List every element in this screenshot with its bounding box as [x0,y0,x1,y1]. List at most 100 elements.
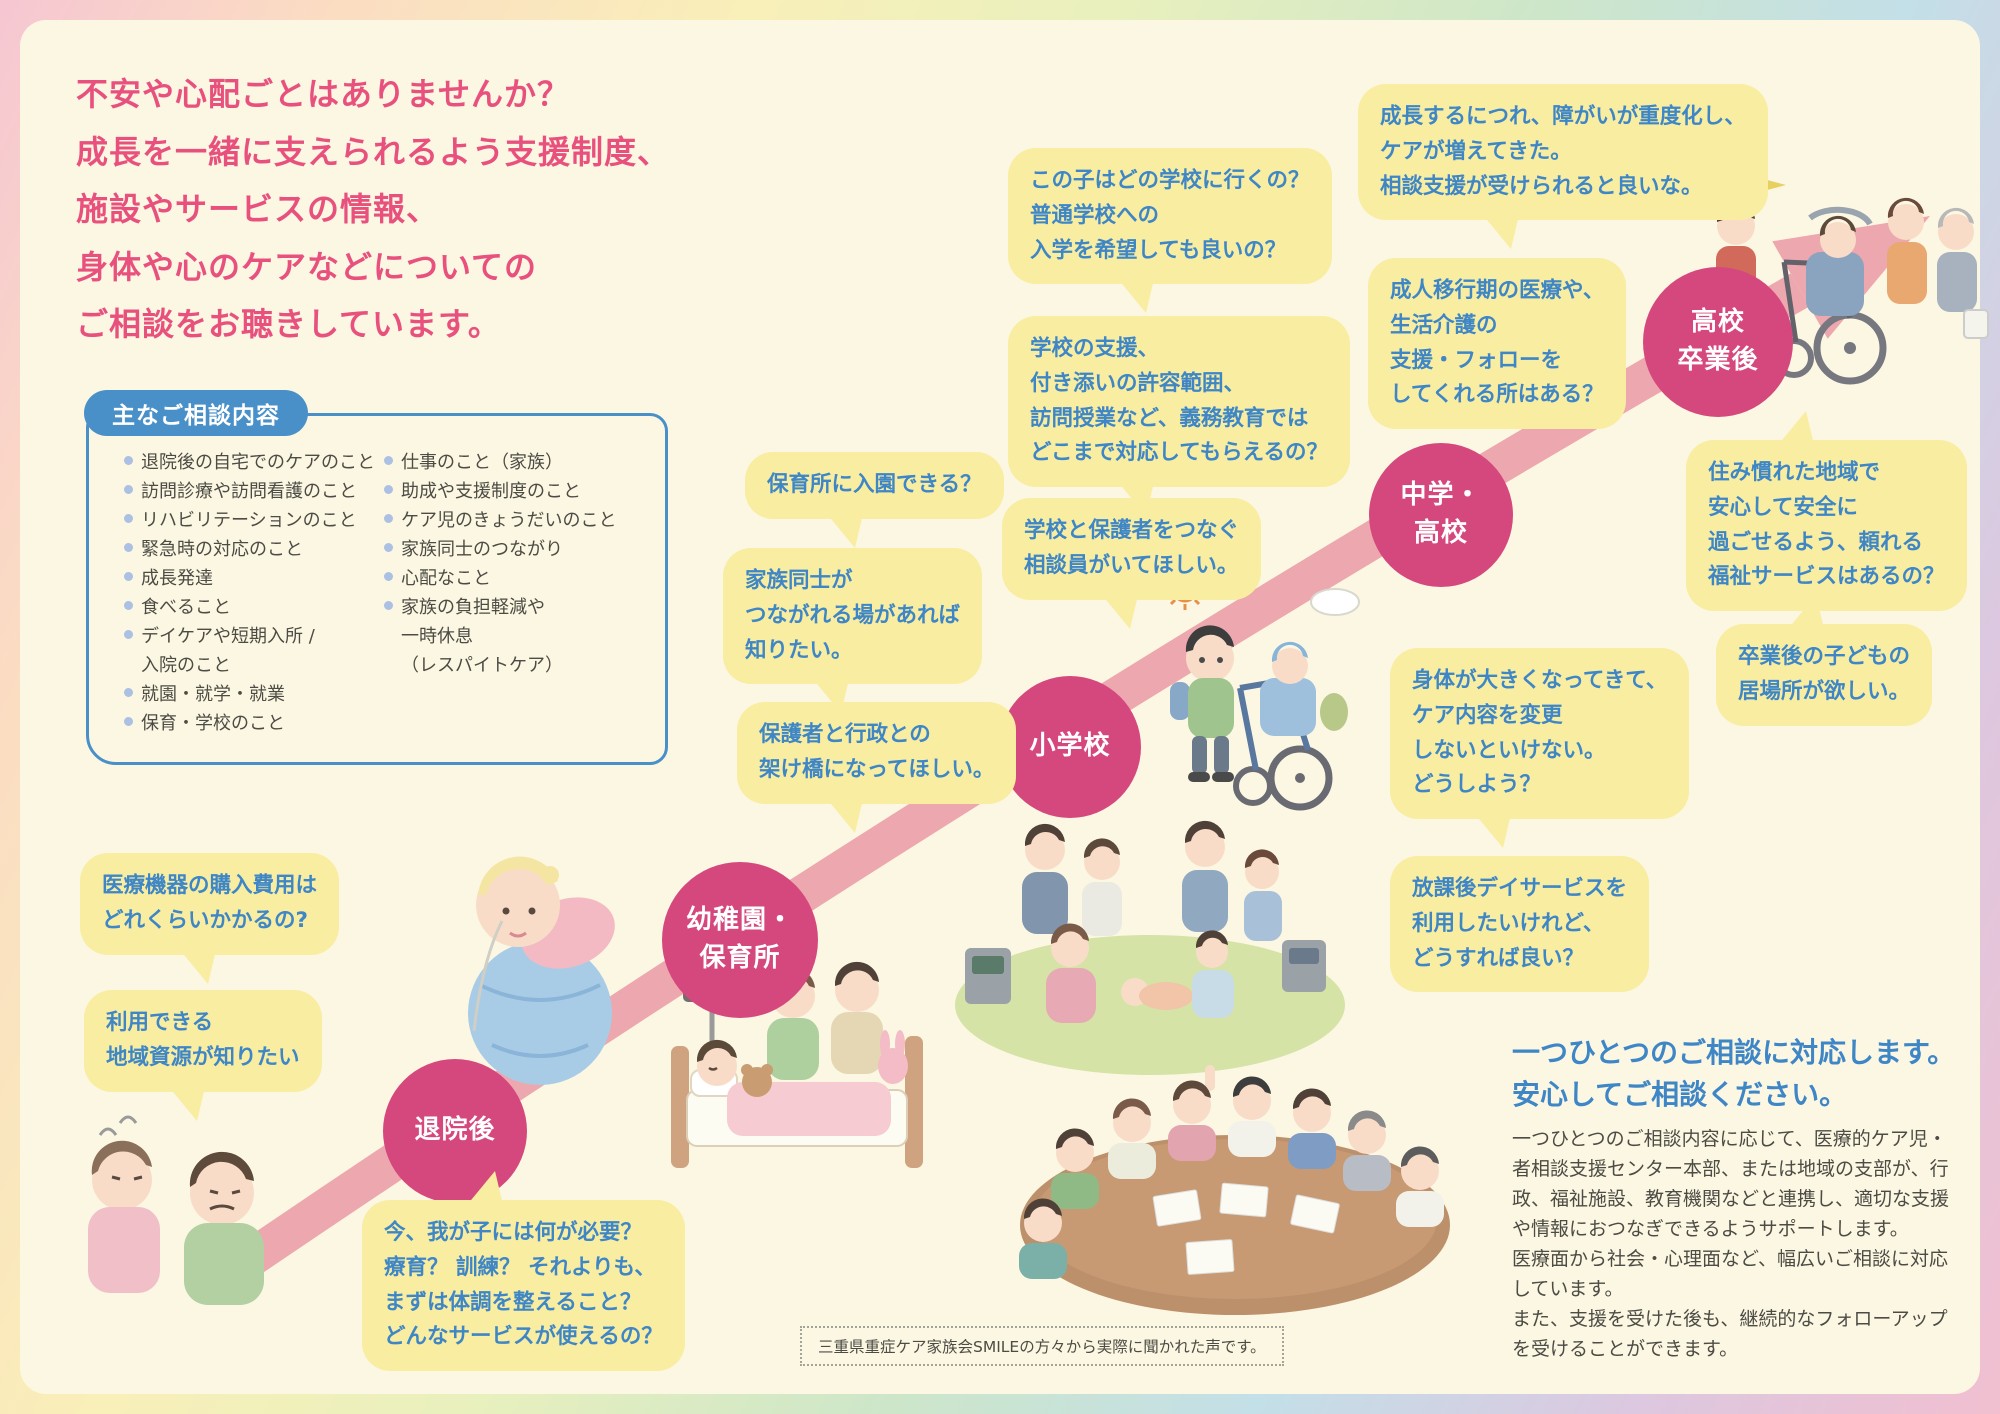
consultation-topic-item: 成長発達 [124,564,384,593]
consultation-topic-item: 食べること [124,593,384,622]
consultation-topics-column-1: 退院後の自宅でのケアのこと訪問診療や訪問看護のことリハビリテーションのこと緊急時… [124,448,384,738]
consultation-topic-text: 仕事のこと（家族） [401,452,563,473]
consultation-topic-item: 一時休息 [384,622,642,651]
consultation-topic-item: ケア児のきょうだいのこと [384,506,642,535]
bubble-tail [1475,814,1511,849]
consultation-topic-item: 就園・就学・就業 [124,680,384,709]
bubble-text: 身体が大きくなってきて、ケア内容を変更しないといけない。どうしよう？ [1412,668,1668,798]
bubble-parent-gov-bridge: 保護者と行政との架け橋になってほしい。 [737,702,1017,833]
round-table-meeting-illustration [1019,1065,1450,1315]
consultation-topic-item: 助成や支援制度のこと [384,477,642,506]
stage-label: 中学・高校 [1400,480,1482,548]
bubble-familiar-area-welfare: 住み慣れた地域で安心して安全に過ごせるよう、頼れる福祉サービスはあるの？ [1686,411,1967,612]
stage-elementary-school: 小学校 [999,676,1141,818]
consultation-topic-item: 退院後の自宅でのケアのこと [124,448,384,477]
bubble-text: 保育所に入園できる？ [767,472,982,497]
bubble-school-choice: この子はどの学校に行くの？普通学校への入学を希望しても良いの？ [1008,148,1332,314]
bubble-medical-device-cost: 医療機器の購入費用はどれくらいかかるの? [80,853,340,984]
consultation-topic-text: 助成や支援制度のこと [401,481,581,502]
stage-after-discharge: 退院後 [383,1059,527,1203]
bubble-tail [467,1171,503,1205]
bubble-text: 放課後デイサービスを利用したいけれど、どうすれば良い？ [1412,876,1628,971]
consultation-topic-text: 家族の負担軽減や [401,597,545,618]
bubble-text: 卒業後の子どもの居場所が欲しい。 [1738,644,1911,704]
consultation-topic-text: ケア児のきょうだいのこと [401,510,617,531]
stage-label: 高校卒業後 [1677,307,1759,375]
bullet-dot-icon [124,572,133,581]
support-description: 一つひとつのご相談内容に応じて、医療的ケア児・者相談支援センター本部、または地域… [1512,1128,1950,1361]
consultation-topic-text: リハビリテーションのこと [141,510,357,531]
bullet-dot-icon [384,514,393,523]
consultation-topic-text: 食べること [141,597,231,618]
consultation-topic-item: 保育・学校のこと [124,709,384,738]
source-note: 三重県重症ケア家族会SMILEの方々から実際に聞かれた声です。 [800,1326,1284,1366]
bullet-dot-icon [124,543,133,552]
consultation-topic-item: 家族同士のつながり [384,535,642,564]
bubble-body-growing-care: 身体が大きくなってきて、ケア内容を変更しないといけない。どうしよう？ [1390,648,1690,849]
bubble-text: 学校と保護者をつなぐ相談員がいてほしい。 [1024,518,1240,578]
bubble-text: 家族同士がつながれる場があれば知りたい。 [745,568,961,663]
baby-on-ball-illustration [468,856,615,1085]
bubble-tail [1118,279,1154,314]
consultation-topic-item: 家族の負担軽減や [384,593,642,622]
bubble-tail [1778,411,1814,445]
bubble-after-graduation-place: 卒業後の子どもの居場所が欲しい。 [1716,595,1933,726]
consultation-topic-text: 一時休息 [401,626,473,647]
bubble-text: 利用できる地域資源が知りたい [106,1010,300,1070]
bubble-text: この子はどの学校に行くの？普通学校への入学を希望しても良いの？ [1030,168,1310,263]
bubble-growing-disability: 成長するにつれ、障がいが重度化し、ケアが増えてきた。相談支援が受けられると良いな… [1358,84,1768,250]
bubble-text: 医療機器の購入費用はどれくらいかかるの? [102,873,318,933]
consultation-topic-text: 成長発達 [141,568,213,589]
consultation-topics-column-2: 仕事のこと（家族） 助成や支援制度のことケア児のきょうだいのこと家族同士のつながり… [384,448,642,738]
bullet-dot-icon [124,601,133,610]
bullet-dot-icon [124,630,133,639]
bubble-tail [180,949,216,984]
consultation-topic-text: 保育・学校のこと [141,713,285,734]
bubble-afterschool-dayservice: 放課後デイサービスを利用したいけれど、どうすれば良い？ [1390,856,1650,993]
bubble-tail [1788,595,1824,629]
bullet-dot-icon [124,717,133,726]
bubble-text: 成長するにつれ、障がいが重度化し、ケアが増えてきた。相談支援が受けられると良いな… [1380,104,1746,199]
consultation-topic-text: 就園・就学・就業 [141,684,285,705]
bullet-dot-icon [384,601,393,610]
stage-label: 幼稚園・保育所 [685,905,794,973]
worried-parents-illustration [88,1115,264,1305]
consultation-topic-item: 緊急時の対応のこと [124,535,384,564]
support-heading: 一つひとつのご相談に対応します。安心してご相談ください。 [1512,1036,1956,1111]
bubble-what-needed-now: 今、我が子には何が必要？療育？ 訓練？ それよりも、まずは体調を整えること？どん… [362,1171,685,1372]
consultation-topic-text: 入院のこと [141,655,231,676]
consultation-topic-text: 訪問診療や訪問看護のこと [141,481,357,502]
bubble-tail [1483,215,1519,250]
bubble-school-parent-counselor: 学校と保護者をつなぐ相談員がいてほしい。 [1002,498,1262,629]
bubble-text: 住み慣れた地域で安心して安全に過ごせるよう、頼れる福祉サービスはあるの？ [1708,460,1945,590]
consultation-topic-item: 訪問診療や訪問看護のこと [124,477,384,506]
consultation-topic-item: 心配なこと [384,564,642,593]
page-title: 不安や心配ごとはありませんか？成長を一緒に支えられるよう支援制度、施設やサービス… [76,75,671,344]
consultation-topic-text: 家族同士のつながり [401,539,563,560]
consultation-topic-text: 緊急時の対応のこと [141,539,303,560]
stage-junior-senior-high: 中学・高校 [1369,443,1513,587]
bubble-nursery-entry: 保育所に入園できる？ [745,452,1004,548]
consultation-topic-item: デイケアや短期入所 / [124,622,384,651]
consultation-topic-item: （レスパイトケア） [384,651,642,680]
bullet-dot-icon [124,485,133,494]
consultation-topics-list: 退院後の自宅でのケアのこと訪問診療や訪問看護のことリハビリテーションのこと緊急時… [124,448,642,738]
bubble-local-resources: 利用できる地域資源が知りたい [84,990,322,1121]
consultation-topic-item: 仕事のこと（家族） [384,448,642,477]
stage-after-graduation: 高校卒業後 [1643,267,1793,417]
bubble-tail [169,1086,205,1121]
consultation-topic-item: リハビリテーションのこと [124,506,384,535]
consultation-topics-label: 主なご相談内容 [84,390,308,436]
bubble-tail [827,513,863,548]
stage-label: 小学校 [1029,731,1111,762]
consultation-topic-text: デイケアや短期入所 / [141,626,315,647]
consultation-topic-text: 退院後の自宅でのケアのこと [141,452,375,473]
bubble-family-connection: 家族同士がつながれる場があれば知りたい。 [723,548,983,714]
bubble-text: 今、我が子には何が必要？療育？ 訓練？ それよりも、まずは体調を整えること？どん… [384,1220,663,1350]
bubble-school-support-scope: 学校の支援、付き添いの許容範囲、訪問授業など、義務教育ではどこまで対応してもらえ… [1008,316,1350,517]
consultation-topic-text: 心配なこと [401,568,491,589]
bubble-text: 保護者と行政との架け橋になってほしい。 [759,722,995,782]
stage-label: 退院後 [414,1115,496,1146]
bullet-dot-icon [124,514,133,523]
